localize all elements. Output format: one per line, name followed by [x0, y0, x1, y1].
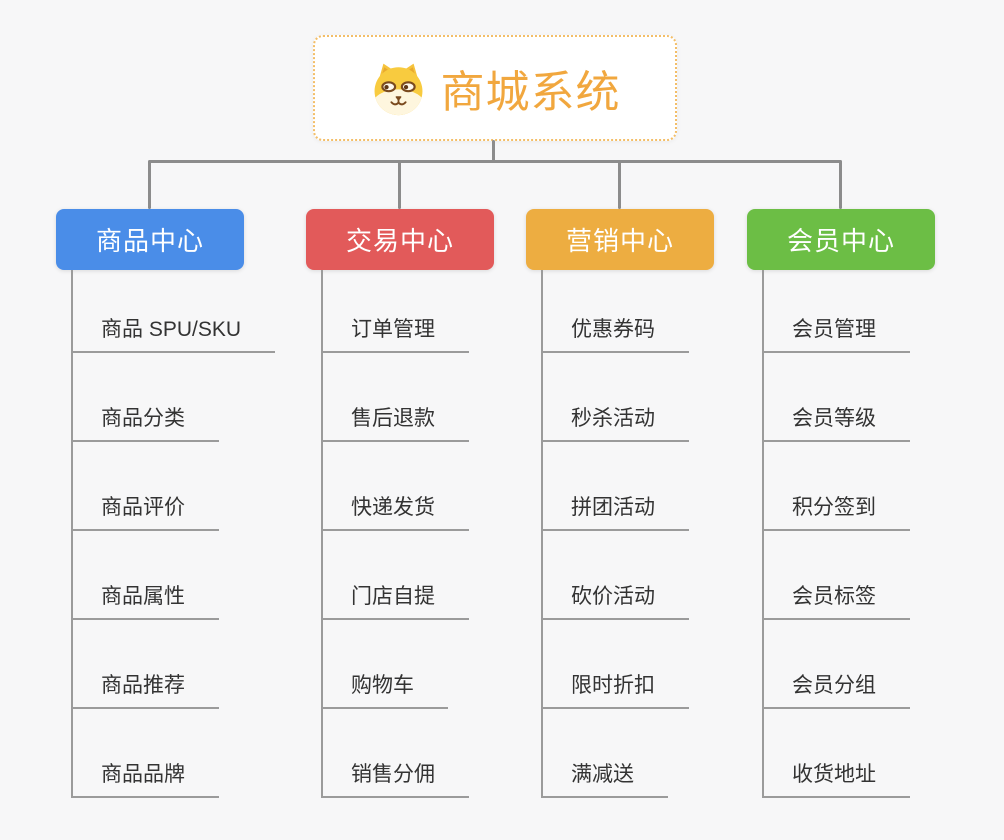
- branch-header-3[interactable]: 会员中心: [747, 209, 935, 270]
- branch-children-list: 订单管理售后退款快递发货门店自提购物车销售分佣: [306, 270, 546, 798]
- leaf-label: 会员分组: [762, 674, 910, 709]
- leaf-node[interactable]: 销售分佣: [306, 709, 546, 798]
- branch-column: 商品中心 商品 SPU/SKU 商品分类商品评价商品属性商品推荐商品品牌: [56, 209, 296, 798]
- branch-label: 交易中心: [345, 226, 454, 256]
- leaf-node[interactable]: 限时折扣: [526, 620, 766, 709]
- connector-horizontal-bus: [148, 160, 842, 163]
- branch-column: 交易中心 订单管理售后退款快递发货门店自提购物车销售分佣: [306, 209, 546, 798]
- connector-root-stub: [492, 140, 495, 162]
- connector-branch-stub: [618, 161, 621, 209]
- leaf-label: 商品属性: [71, 585, 219, 620]
- leaf-node[interactable]: 商品 SPU/SKU: [56, 270, 296, 353]
- leaf-label: 会员管理: [762, 318, 910, 353]
- leaf-node[interactable]: 快递发货: [306, 442, 546, 531]
- leaf-node[interactable]: 售后退款: [306, 353, 546, 442]
- leaf-label: 商品分类: [71, 407, 219, 442]
- leaf-label: 商品评价: [71, 496, 219, 531]
- leaf-node[interactable]: 会员等级: [747, 353, 987, 442]
- leaf-node[interactable]: 积分签到: [747, 442, 987, 531]
- leaf-label: 快递发货: [321, 496, 469, 531]
- shiba-dog-face-icon: [374, 63, 422, 115]
- leaf-node[interactable]: 秒杀活动: [526, 353, 766, 442]
- leaf-node[interactable]: 门店自提: [306, 531, 546, 620]
- leaf-label: 购物车: [321, 674, 448, 709]
- leaf-node[interactable]: 商品品牌: [56, 709, 296, 798]
- leaf-node[interactable]: 商品评价: [56, 442, 296, 531]
- leaf-label: 限时折扣: [541, 674, 689, 709]
- leaf-node[interactable]: 拼团活动: [526, 442, 766, 531]
- leaf-node[interactable]: 购物车: [306, 620, 546, 709]
- branch-label: 营销中心: [565, 226, 674, 256]
- leaf-label: 订单管理: [321, 318, 469, 353]
- leaf-label: 会员等级: [762, 407, 910, 442]
- branch-header-1[interactable]: 交易中心: [306, 209, 494, 270]
- leaf-node[interactable]: 砍价活动: [526, 531, 766, 620]
- leaf-label: 会员标签: [762, 585, 910, 620]
- leaf-label: 商品品牌: [71, 763, 219, 798]
- leaf-label: 门店自提: [321, 585, 469, 620]
- leaf-node[interactable]: 会员分组: [747, 620, 987, 709]
- branch-column: 会员中心 会员管理会员等级积分签到会员标签会员分组收货地址: [747, 209, 987, 798]
- leaf-node[interactable]: 满减送: [526, 709, 766, 798]
- connector-branch-stub: [148, 161, 151, 209]
- leaf-label: 商品 SPU/SKU: [71, 318, 276, 353]
- leaf-label: 收货地址: [762, 763, 910, 798]
- leaf-node[interactable]: 优惠券码: [526, 270, 766, 353]
- connector-branch-stub: [398, 161, 401, 209]
- leaf-label: 积分签到: [762, 496, 910, 531]
- leaf-label: 销售分佣: [321, 763, 469, 798]
- branch-label: 会员中心: [786, 226, 895, 256]
- leaf-node[interactable]: 商品分类: [56, 353, 296, 442]
- leaf-label: 优惠券码: [541, 318, 689, 353]
- root-node-mall-system[interactable]: 商城系统: [313, 35, 677, 141]
- leaf-node[interactable]: 会员管理: [747, 270, 987, 353]
- leaf-node[interactable]: 商品推荐: [56, 620, 296, 709]
- branch-label: 商品中心: [95, 226, 204, 256]
- leaf-label: 商品推荐: [71, 674, 219, 709]
- branch-children-list: 商品 SPU/SKU 商品分类商品评价商品属性商品推荐商品品牌: [56, 270, 296, 798]
- leaf-node[interactable]: 商品属性: [56, 531, 296, 620]
- leaf-label: 满减送: [541, 763, 668, 798]
- leaf-node[interactable]: 收货地址: [747, 709, 987, 798]
- leaf-label: 秒杀活动: [541, 407, 689, 442]
- leaf-label: 砍价活动: [541, 585, 689, 620]
- branch-header-2[interactable]: 营销中心: [526, 209, 714, 270]
- leaf-label: 售后退款: [321, 407, 469, 442]
- leaf-label: 拼团活动: [541, 496, 689, 531]
- leaf-node[interactable]: 会员标签: [747, 531, 987, 620]
- leaf-node[interactable]: 订单管理: [306, 270, 546, 353]
- branch-children-list: 优惠券码秒杀活动拼团活动砍价活动限时折扣满减送: [526, 270, 766, 798]
- branch-children-list: 会员管理会员等级积分签到会员标签会员分组收货地址: [747, 270, 987, 798]
- branch-column: 营销中心 优惠券码秒杀活动拼团活动砍价活动限时折扣满减送: [526, 209, 766, 798]
- root-title: 商城系统: [440, 68, 621, 117]
- connector-branch-stub: [839, 161, 842, 209]
- branch-header-0[interactable]: 商品中心: [56, 209, 244, 270]
